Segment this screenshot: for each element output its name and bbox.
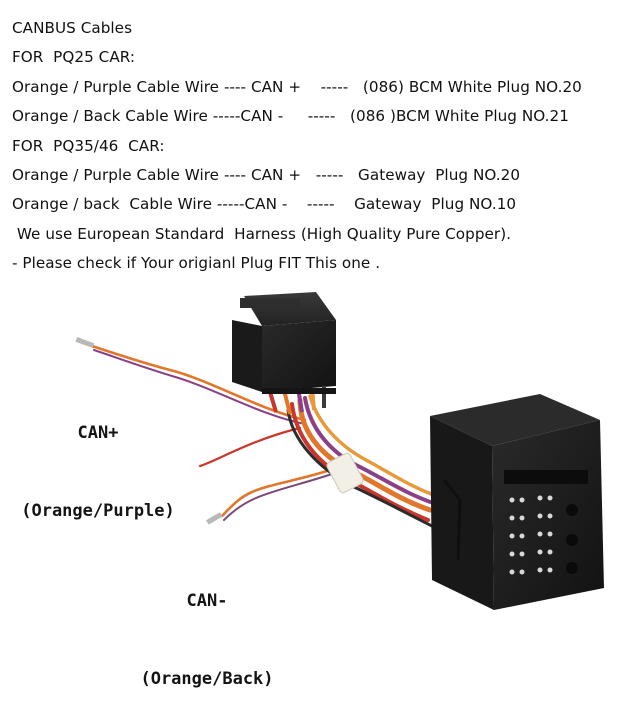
description-pq25-can-plus: Orange / Purple Cable Wire ---- CAN + --…: [12, 77, 582, 96]
can-minus-wire: [220, 468, 333, 521]
can-minus-color: (Orange/Back): [140, 669, 274, 689]
can-plus-wire-tip: [75, 337, 95, 348]
can-minus-title: CAN-: [186, 591, 228, 611]
small-connector-plug: [232, 292, 336, 415]
can-plus-wire: [90, 344, 307, 468]
description-harness-note: We use European Standard Harness (High Q…: [12, 224, 512, 243]
canbus-harness-photo: [75, 292, 604, 610]
can-minus-callout: CAN- (Orange/Back): [132, 536, 282, 718]
can-minus-wire-tip: [206, 512, 223, 525]
cable-sleeve: [326, 452, 364, 494]
can-plus-title: CAN+: [77, 423, 119, 443]
description-pq25-heading: FOR PQ25 CAR:: [12, 48, 136, 67]
large-connector-plug: [430, 394, 604, 610]
description-pq35-can-minus: Orange / back Cable Wire -----CAN - ----…: [12, 195, 517, 214]
description-check-note: - Please check if Your origianl Plug FIT…: [12, 254, 381, 273]
description-pq25-can-minus: Orange / Back Cable Wire -----CAN - ----…: [12, 107, 569, 126]
twisted-wire-bundle: [286, 394, 444, 528]
can-plus-color: (Orange/Purple): [21, 501, 175, 521]
product-description: CANBUS Cables FOR PQ25 CAR: Orange / Pur…: [12, 14, 632, 279]
description-title: CANBUS Cables: [12, 19, 133, 37]
can-plus-callout: CAN+ (Orange/Purple): [18, 368, 178, 550]
description-pq35-heading: FOR PQ35/46 CAR:: [12, 136, 165, 155]
description-pq35-can-plus: Orange / Purple Cable Wire ---- CAN + --…: [12, 166, 521, 185]
